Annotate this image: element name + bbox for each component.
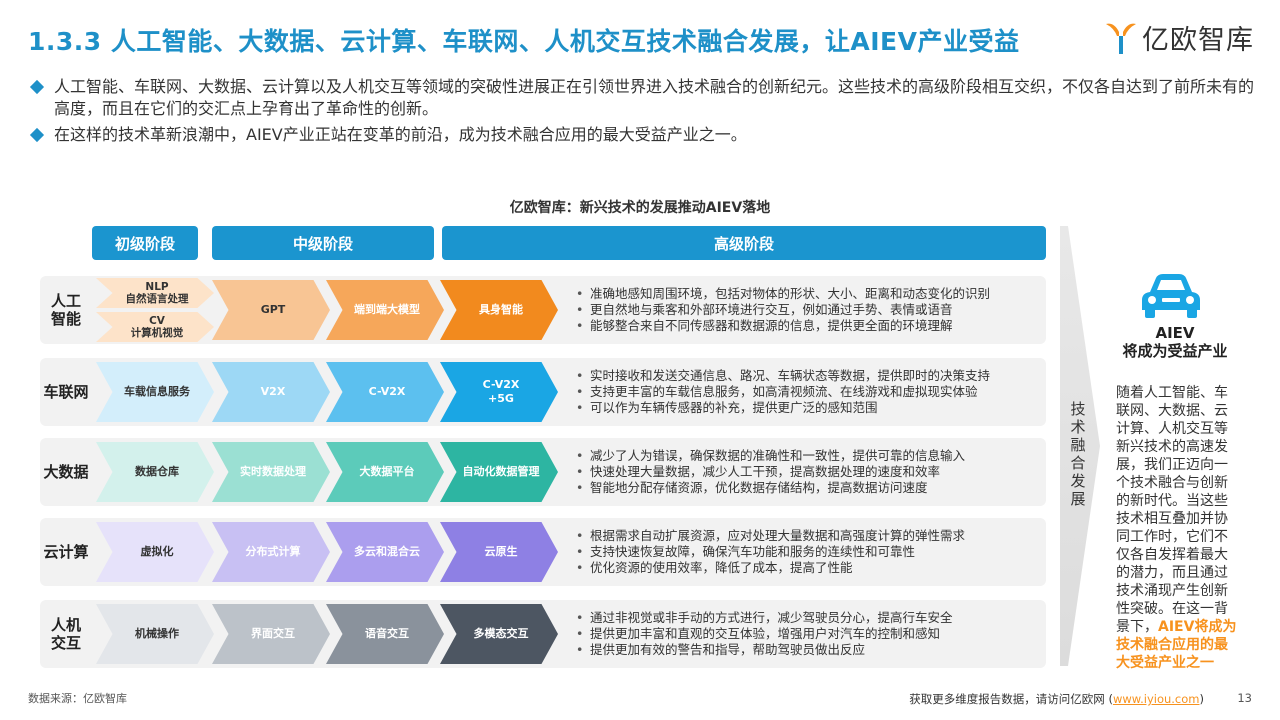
description-item: 通过非视觉或非手动的方式进行，减少驾驶员分心，提高行车安全 [570, 610, 1040, 626]
stage-mid-hci-2: 语音交互 [326, 604, 444, 664]
page-number: 13 [1237, 691, 1252, 705]
stage-primary-ai-2: CV 计算机视觉 [96, 312, 214, 342]
stage-advanced-iov: C-V2X +5G [440, 362, 558, 422]
aiev-title: AIEV 将成为受益产业 [1122, 324, 1228, 360]
stage-advanced-hci: 多模态交互 [440, 604, 558, 664]
footer-link[interactable]: www.iyiou.com [1112, 692, 1200, 706]
row-label-iov: 车联网 [43, 383, 89, 401]
description-item: 可以作为车辆传感器的补充，提供更广泛的感知范围 [570, 400, 1040, 416]
row-description-ai: 准确地感知周围环境，包括对物体的形状、大小、距离和动态变化的识别更自然地与乘客和… [570, 286, 1040, 334]
diamond-icon [29, 127, 45, 143]
stage-mid-ai-1: GPT [212, 280, 330, 340]
description-item: 提供更加有效的警告和指导，帮助驾驶员做出反应 [570, 642, 1040, 658]
footer: 获取更多维度报告数据，请访问亿欧网 (www.iyiou.com) [909, 692, 1204, 706]
stage-mid-ai-2: 端到端大模型 [326, 280, 444, 340]
description-item: 准确地感知周围环境，包括对物体的形状、大小、距离和动态变化的识别 [570, 286, 1040, 302]
description-item: 实时接收和发送交通信息、路况、车辆状态等数据，提供即时的决策支持 [570, 368, 1040, 384]
row-description-bigdata: 减少了人为错误，确保数据的准确性和一致性，提供可靠的信息输入快速处理大量数据，减… [570, 448, 1040, 496]
data-source: 数据来源：亿欧智库 [28, 692, 127, 705]
diagram-title: 亿欧智库：新兴技术的发展推动AIEV落地 [509, 200, 771, 216]
stage-advanced-bigdata: 自动化数据管理 [440, 442, 558, 502]
bullet-item: 人工智能、车联网、大数据、云计算以及人机交互等领域的突破性进展正在引领世界进入技… [29, 76, 1255, 120]
stage-mid-hci-1: 界面交互 [212, 604, 330, 664]
logo: 亿欧智库 [1104, 18, 1254, 57]
description-item: 支持更丰富的车载信息服务，如高清视频流、在线游戏和虚拟现实体验 [570, 384, 1040, 400]
description-item: 快速处理大量数据，减少人工干预，提高数据处理的速度和效率 [570, 464, 1040, 480]
fusion-arrow-label: 技术融合发展 [1070, 400, 1086, 508]
row-label-cloud: 云计算 [43, 543, 89, 561]
bullet-item: 在这样的技术革新浪潮中，AIEV产业正站在变革的前沿，成为技术融合应用的最大受益… [29, 124, 1255, 146]
stage-mid-iov-2: C-V2X [326, 362, 444, 422]
diamond-icon [29, 79, 45, 95]
description-item: 智能地分配存储资源，优化数据存储结构，提高数据访问速度 [570, 480, 1040, 496]
stage-mid-iov-1: V2X [212, 362, 330, 422]
stage-header-advanced: 高级阶段 [442, 226, 1046, 260]
stage-primary-ai-1: NLP 自然语言处理 [96, 278, 214, 308]
stage-header-mid: 中级阶段 [212, 226, 434, 260]
stage-mid-cloud-1: 分布式计算 [212, 522, 330, 582]
row-label-ai: 人工 智能 [50, 292, 81, 328]
row-label-hci: 人机 交互 [50, 616, 81, 652]
description-item: 支持快速恢复故障，确保汽车功能和服务的连续性和可靠性 [570, 544, 1040, 560]
row-description-cloud: 根据需求自动扩展资源，应对处理大量数据和高强度计算的弹性需求支持快速恢复故障，确… [570, 528, 1040, 576]
description-item: 减少了人为错误，确保数据的准确性和一致性，提供可靠的信息输入 [570, 448, 1040, 464]
description-item: 能够整合来自不同传感器和数据源的信息，提供更全面的环境理解 [570, 318, 1040, 334]
aiev-description: 随着人工智能、车联网、大数据、云计算、人机交互等新兴技术的高速发展，我们正迈向一… [1116, 385, 1237, 671]
stage-primary-cloud: 虚拟化 [96, 522, 214, 582]
description-item: 根据需求自动扩展资源，应对处理大量数据和高强度计算的弹性需求 [570, 528, 1040, 544]
page-title: 1.3.3 人工智能、大数据、云计算、车联网、人机交互技术融合发展，让AIEV产… [28, 27, 1020, 56]
stage-primary-bigdata: 数据仓库 [96, 442, 214, 502]
description-item: 更自然地与乘客和外部环境进行交互，例如通过手势、表情或语音 [570, 302, 1040, 318]
stage-advanced-cloud: 云原生 [440, 522, 558, 582]
stage-mid-bigdata-2: 大数据平台 [326, 442, 444, 502]
stage-header-primary: 初级阶段 [92, 226, 198, 260]
row-label-bigdata: 大数据 [43, 463, 89, 481]
logo-mark-icon [1106, 23, 1136, 54]
stage-primary-iov: 车载信息服务 [96, 362, 214, 422]
stage-primary-hci: 机械操作 [96, 604, 214, 664]
intro-bullets: 人工智能、车联网、大数据、云计算以及人机交互等领域的突破性进展正在引领世界进入技… [29, 76, 1255, 150]
stage-mid-bigdata-1: 实时数据处理 [212, 442, 330, 502]
stage-mid-cloud-2: 多云和混合云 [326, 522, 444, 582]
row-description-hci: 通过非视觉或非手动的方式进行，减少驾驶员分心，提高行车安全提供更加丰富和直观的交… [570, 610, 1040, 658]
description-item: 优化资源的使用效率，降低了成本，提高了性能 [570, 560, 1040, 576]
description-item: 提供更加丰富和直观的交互体验，增强用户对汽车的控制和感知 [570, 626, 1040, 642]
car-icon [1138, 270, 1204, 320]
row-description-iov: 实时接收和发送交通信息、路况、车辆状态等数据，提供即时的决策支持支持更丰富的车载… [570, 368, 1040, 416]
aiev-highlight: AIEV将成为技术融合应用的最大受益产业之一 [1116, 619, 1237, 671]
logo-text: 亿欧智库 [1142, 25, 1254, 56]
stage-advanced-ai: 具身智能 [440, 280, 558, 340]
